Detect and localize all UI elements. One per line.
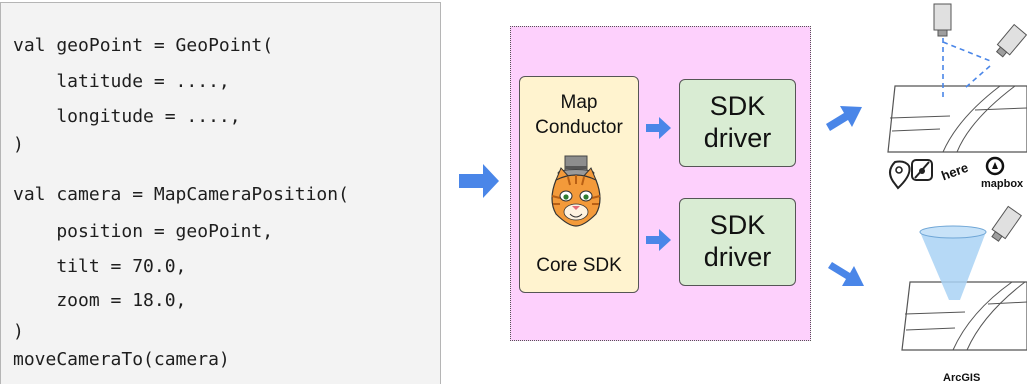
core-to-driver-arrow-icon bbox=[646, 117, 671, 251]
code-line: ) bbox=[13, 321, 24, 342]
sdk-driver-box-top: SDK driver bbox=[679, 79, 796, 167]
here-logo-text: here bbox=[939, 160, 970, 183]
arcgis-logo-icon: ArcGIS bbox=[943, 372, 980, 384]
apple-maps-logo-icon bbox=[911, 159, 933, 181]
mapbox-logo-text: mapbox bbox=[981, 178, 1024, 190]
driver-label-line2: driver bbox=[703, 123, 772, 153]
google-maps-logo-icon bbox=[889, 160, 911, 190]
core-label-conductor: Conductor bbox=[535, 117, 623, 138]
code-line: longitude = ...., bbox=[13, 106, 241, 127]
input-arrow-icon bbox=[459, 164, 499, 198]
mapbox-logo-icon: mapbox bbox=[981, 156, 1024, 190]
code-line: moveCameraTo(camera) bbox=[13, 349, 230, 370]
here-logo-icon: here bbox=[939, 160, 970, 183]
driver-label-line2: driver bbox=[703, 242, 772, 272]
code-line: tilt = 70.0, bbox=[13, 256, 187, 277]
driver-label-line1: SDK bbox=[709, 210, 766, 240]
cat-mascot-icon bbox=[551, 155, 601, 227]
map-bottom-icon bbox=[901, 281, 1027, 351]
code-line: zoom = 18.0, bbox=[13, 290, 187, 311]
arcgis-logo-text: ArcGIS bbox=[943, 372, 980, 384]
map-top-icon bbox=[887, 85, 1027, 153]
code-line: val camera = MapCameraPosition( bbox=[13, 184, 349, 205]
sdk-driver-box-bottom: SDK driver bbox=[679, 198, 796, 286]
code-panel: val geoPoint = GeoPoint( latitude = ....… bbox=[0, 2, 441, 384]
driver-label-line1: SDK bbox=[709, 91, 766, 121]
core-label-map: Map bbox=[560, 92, 598, 113]
code-line: position = geoPoint, bbox=[13, 221, 274, 242]
driver-to-map-arrow-icon bbox=[826, 106, 864, 286]
code-line: latitude = ...., bbox=[13, 71, 230, 92]
core-sdk-label: Core SDK bbox=[536, 255, 622, 276]
camera-icon bbox=[933, 3, 1027, 100]
code-line: ) bbox=[13, 134, 24, 155]
code-line: val geoPoint = GeoPoint( bbox=[13, 35, 274, 56]
camera-light-cone-icon bbox=[919, 205, 1023, 300]
